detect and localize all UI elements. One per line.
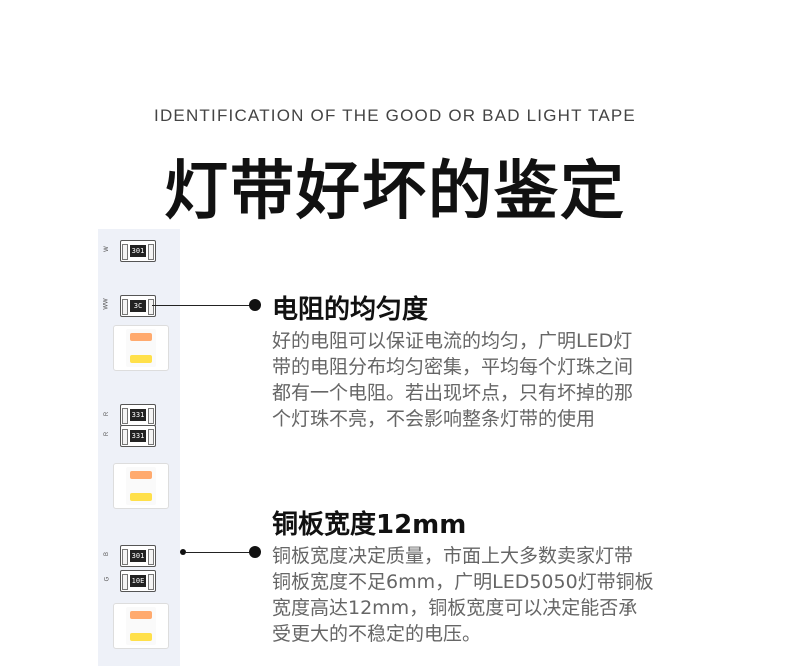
resistor-code: 3C: [130, 300, 146, 312]
body-line: 带的电阻分布均匀密集，平均每个灯珠之间: [272, 356, 634, 378]
resistor: 331: [120, 425, 156, 447]
resistor-code: 10E: [130, 575, 146, 587]
resistor: 301: [120, 240, 156, 262]
pad-label-r: R: [104, 411, 111, 417]
callout-line: [185, 552, 253, 553]
led-yellow-die: [130, 633, 152, 641]
pad-label-ww: WW: [103, 298, 110, 310]
page-subtitle: IDENTIFICATION OF THE GOOD OR BAD LIGHT …: [154, 106, 636, 125]
resistor-code: 331: [130, 409, 146, 421]
body-line: 个灯珠不亮，不会影响整条灯带的使用: [272, 408, 596, 430]
callout-dot-small: [180, 549, 186, 555]
led-chip: [113, 603, 169, 649]
body-line: 好的电阻可以保证电流的均匀，广明LED灯: [272, 330, 633, 352]
callout-line: [152, 305, 254, 306]
callout-dot: [249, 299, 261, 311]
led-orange-die: [130, 611, 152, 619]
body-line: 受更大的不稳定的电压。: [272, 623, 482, 645]
body-line: 铜板宽度不足6mm，广明LED5050灯带铜板: [272, 571, 654, 593]
led-chip: [113, 463, 169, 509]
resistor: 331: [120, 404, 156, 426]
page-title: 灯带好坏的鉴定: [164, 155, 626, 229]
section-body-copper-width: 铜板宽度决定质量，市面上大多数卖家灯带 铜板宽度不足6mm，广明LED5050灯…: [272, 543, 732, 647]
led-orange-die: [130, 471, 152, 479]
pad-label-g: G: [104, 576, 111, 582]
body-line: 铜板宽度决定质量，市面上大多数卖家灯带: [272, 545, 634, 567]
resistor: 3C: [120, 295, 156, 317]
resistor: 301: [120, 545, 156, 567]
led-orange-die: [130, 333, 152, 341]
pad-label-w: W: [103, 246, 110, 252]
callout-dot: [249, 546, 261, 558]
section-heading-copper-width: 铜板宽度12mm: [272, 510, 467, 540]
pad-label-b: B: [104, 551, 111, 557]
resistor: 10E: [120, 570, 156, 592]
section-body-resistor-uniformity: 好的电阻可以保证电流的均匀，广明LED灯 带的电阻分布均匀密集，平均每个灯珠之间…: [272, 328, 732, 432]
body-line: 都有一个电阻。若出现坏点，只有坏掉的那: [272, 382, 634, 404]
led-chip: [113, 325, 169, 371]
pad-label-r: R: [104, 431, 111, 437]
led-yellow-die: [130, 355, 152, 363]
resistor-code: 301: [130, 245, 146, 257]
led-yellow-die: [130, 493, 152, 501]
resistor-code: 301: [130, 550, 146, 562]
section-heading-resistor-uniformity: 电阻的均匀度: [272, 295, 429, 325]
body-line: 宽度高达12mm，铜板宽度可以决定能否承: [272, 597, 638, 619]
resistor-code: 331: [130, 430, 146, 442]
